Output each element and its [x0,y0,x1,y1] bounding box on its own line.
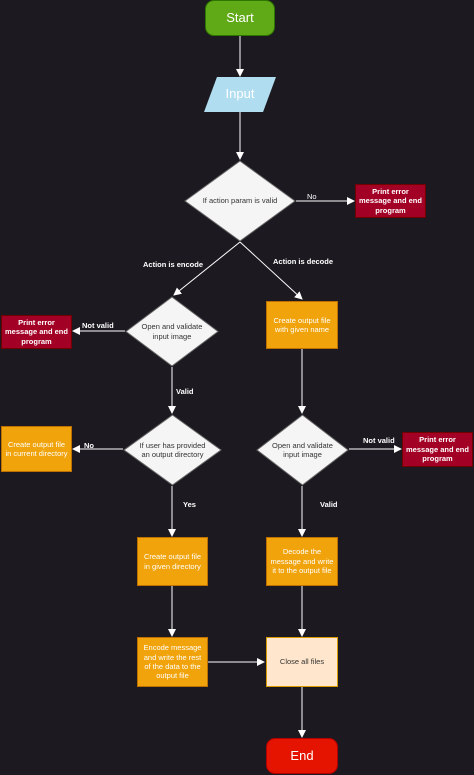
edge-label-yes-dir: Yes [183,500,196,509]
error-decode-label: Print error message and end program [406,435,469,464]
input-node: Input [204,77,276,112]
decision-diamond [184,160,296,242]
create-given-dir-node: Create output file in given directory [137,537,208,586]
close-files-label: Close all files [279,657,325,667]
error-decode-node: Print error message and end program [402,432,473,467]
error-encode-node: Print error message and end program [1,315,72,349]
decode-write-node: Decode the message and write it to the o… [266,537,338,586]
error-action-node: Print error message and end program [355,184,426,218]
output-dir-label: If user has provided an output directory [139,440,206,459]
error-encode-label: Print error message and end program [5,317,68,346]
decode-write-label: Decode the message and write it to the o… [270,547,334,576]
action-valid-decision: If action param is valid [184,160,296,242]
edge-action-check-encode [173,241,241,296]
input-label: Input [225,86,255,102]
edge-label-valid-encode: Valid [176,387,194,396]
start-terminator: Start [205,0,275,36]
create-decode-file-label: Create output file with given name [273,315,331,334]
edge-label-action-decode: Action is decode [273,257,334,266]
end-terminator: End [266,738,338,774]
output-dir-decision: If user has provided an output directory [123,414,222,486]
encode-write-node: Encode message and write the rest of the… [137,637,208,687]
create-current-dir-label: Create output file in current directory [5,439,68,458]
encode-write-label: Encode message and write the rest of the… [143,643,202,681]
edge-label-not-valid-decode: Not valid [363,436,395,445]
edge-label-not-valid-encode: Not valid [82,321,114,330]
edge-label-no-dir: No [84,441,94,450]
encode-validate-decision: Open and validate input image [125,296,219,367]
close-files-node: Close all files [266,637,338,687]
decode-validate-label: Open and validate input image [272,440,333,459]
create-current-dir-node: Create output file in current directory [1,426,72,472]
start-label: Start [226,9,254,25]
error-action-label: Print error message and end program [359,186,422,215]
encode-validate-label: Open and validate input image [141,322,203,341]
edge-label-action-encode: Action is encode [143,260,204,269]
decision-diamond [123,414,222,486]
edge-label-no-action: No [307,192,317,201]
create-decode-file-node: Create output file with given name [266,301,338,349]
edge-label-valid-decode: Valid [320,500,338,509]
decode-validate-decision: Open and validate input image [256,414,349,486]
edge-action-check-decode [239,241,303,300]
create-given-dir-label: Create output file in given directory [143,552,202,571]
action-valid-label: If action param is valid [202,196,278,206]
end-label: End [290,747,314,763]
decision-diamond [125,296,219,367]
decision-diamond [256,414,349,486]
